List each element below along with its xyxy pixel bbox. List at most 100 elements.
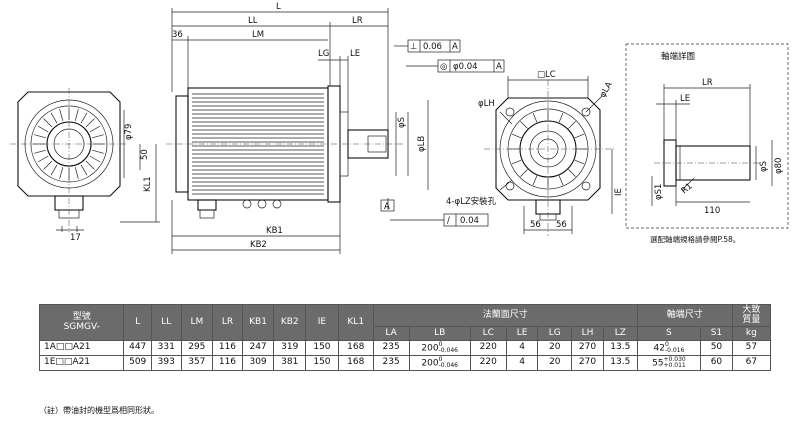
header-LL: LL [150, 304, 182, 341]
dim-LR: LR [352, 16, 363, 26]
dim-17: 17 [70, 233, 81, 243]
cell-LC: 220 [469, 340, 507, 356]
dim-LG: LG [318, 49, 329, 59]
detail-dim-LR: LR [702, 78, 713, 88]
cell-L: 509 [123, 355, 152, 371]
cell-KB2: 381 [273, 355, 307, 371]
cell-IE: 150 [305, 340, 339, 356]
dim-IE: IE [614, 188, 624, 196]
dim-KB2: KB2 [250, 240, 267, 250]
table-row: 1A□□A21 447 331 295 116 247 319 150 168 … [38, 340, 772, 356]
mount-holes-label: 4-φLZ安裝孔 [446, 196, 497, 207]
dim-phi79: φ79 [124, 124, 134, 140]
header-LG: LG [537, 326, 573, 341]
svg-text:φ0.04: φ0.04 [453, 62, 478, 72]
cell-LB: 2000-0.046 [408, 355, 471, 371]
header-KB2: KB2 [273, 304, 307, 341]
cell-LR: 116 [212, 340, 243, 356]
engineering-drawing: φ79 50 KL1 17 L [10, 2, 789, 254]
cell-KB2: 319 [273, 340, 307, 356]
cell-KL1: 168 [337, 340, 374, 356]
cell-LL: 331 [150, 340, 182, 356]
dim-kl1: KL1 [143, 176, 153, 192]
dim-LE: LE [350, 49, 360, 59]
header-LZ: LZ [602, 326, 638, 341]
cell-S1: 50 [700, 340, 733, 356]
cell-LA: 235 [372, 355, 410, 371]
svg-text:0.06: 0.06 [423, 42, 442, 52]
header-S: S [636, 326, 702, 341]
header-LR: LR [212, 304, 243, 341]
detail-dim-R1: R1 [680, 181, 695, 196]
header-L: L [123, 304, 152, 341]
header-KL1: KL1 [337, 304, 374, 341]
cell-S1: 60 [700, 355, 733, 371]
cell-LM: 357 [180, 355, 214, 371]
header-LH: LH [571, 326, 604, 341]
datum-A: A [384, 202, 390, 212]
header-mass: 大致 質量 [731, 304, 772, 327]
bottom-dimension-lines [171, 200, 341, 254]
header-mass-unit: kg [731, 326, 772, 341]
dim-L: L [276, 2, 281, 12]
cell-LC: 220 [469, 355, 507, 371]
cell-model: 1A□□A21 [38, 340, 125, 356]
cell-LG: 20 [537, 355, 573, 371]
header-LB: LB [408, 326, 471, 341]
cell-LM: 295 [180, 340, 214, 356]
svg-text:⊥: ⊥ [410, 42, 417, 52]
detail-note: 選配軸端規格請參閱P.58。 [650, 234, 740, 244]
top-dimension-lines [171, 8, 389, 130]
cell-S: 420-0.016 [636, 340, 702, 356]
dim-phiLB: φLB [417, 136, 427, 152]
cell-LH: 270 [571, 355, 604, 371]
header-IE: IE [305, 304, 339, 341]
cell-LA: 235 [372, 340, 410, 356]
header-KB1: KB1 [241, 304, 275, 341]
cell-KB1: 247 [241, 340, 275, 356]
dim-phiLA: φLA [598, 80, 615, 99]
side-view [166, 85, 404, 219]
dim-56-right: 56 [556, 220, 567, 230]
cell-S: 55+0.030+0.011 [636, 355, 702, 371]
dim-56-left: 56 [530, 220, 541, 230]
cell-IE: 150 [305, 355, 339, 371]
cell-L: 447 [123, 340, 152, 356]
dim-phiLH: φLH [478, 99, 495, 109]
detail-title: 軸端詳圖 [661, 51, 695, 62]
cell-KB1: 309 [241, 355, 275, 371]
detail-dim-phi80: φ80 [774, 158, 784, 174]
tolerance-perpendicularity: ⊥ 0.06 A [394, 39, 461, 53]
cell-mass: 57 [731, 340, 772, 356]
tolerance-concentricity: ◎ φ0.04 A [406, 59, 505, 73]
cell-LH: 270 [571, 340, 604, 356]
cell-LZ: 13.5 [602, 340, 638, 356]
header-LA: LA [372, 326, 410, 341]
header-LE: LE [505, 326, 539, 341]
detail-dim-phiS: φS [759, 161, 769, 172]
header-shaft-group: 軸端尺寸 [636, 304, 733, 327]
rear-end-view [10, 88, 160, 232]
dim-LC: □LC [537, 70, 556, 80]
dim-KB1: KB1 [266, 226, 283, 236]
cell-LE: 4 [505, 355, 539, 371]
svg-text:/: / [447, 216, 450, 226]
header-flange-group: 法蘭面尺寸 [372, 304, 638, 327]
dim-50: 50 [140, 149, 150, 160]
cell-LR: 116 [212, 355, 243, 371]
cell-model: 1E□□A21 [38, 355, 125, 371]
cell-KL1: 168 [337, 355, 374, 371]
flange-view [484, 76, 616, 236]
dim-36: 36 [172, 30, 183, 40]
header-LM: LM [180, 304, 214, 341]
svg-text:A: A [452, 42, 458, 52]
detail-dim-phiS1: φS1 [654, 184, 664, 200]
dim-LM: LM [252, 30, 264, 40]
tolerance-runout: / 0.04 [390, 213, 489, 227]
table-row: 1E□□A21 509 393 357 116 309 381 150 168 … [38, 355, 772, 371]
cell-LG: 20 [537, 340, 573, 356]
dim-LL: LL [248, 16, 258, 26]
cell-LB: 2000-0.046 [408, 340, 471, 356]
footnote: （註）帶油封的機型爲相同形狀。 [39, 406, 159, 415]
cell-LE: 4 [505, 340, 539, 356]
